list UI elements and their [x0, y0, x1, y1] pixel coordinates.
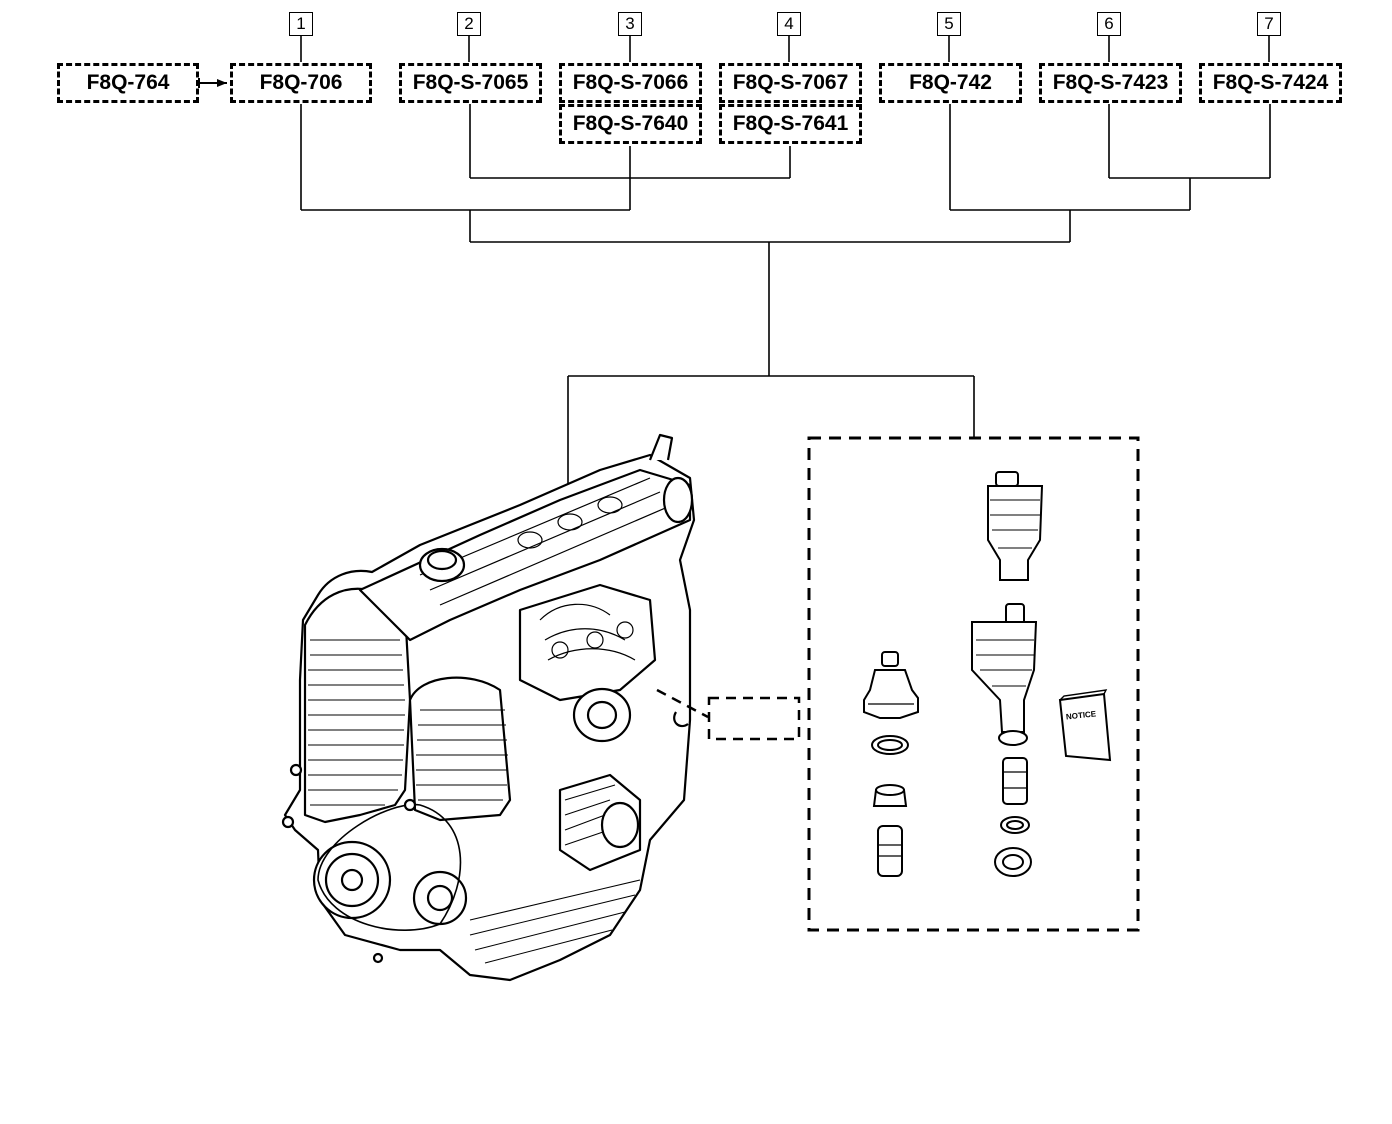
engine-code-f8q-s-7066: F8Q-S-7066	[559, 63, 702, 103]
engine-code-f8q-706: F8Q-706	[230, 63, 372, 103]
variant-number-4: 4	[777, 12, 801, 36]
variant-number-5: 5	[937, 12, 961, 36]
engine-code-f8q-s-7641: F8Q-S-7641	[719, 104, 862, 144]
engine-callout-box	[707, 696, 801, 741]
variant-number-2: 2	[457, 12, 481, 36]
engine-code-f8q-742: F8Q-742	[879, 63, 1022, 103]
connector-lines	[300, 36, 1271, 500]
fuel-filter-icon	[971, 471, 1044, 877]
thermostat-housing-icon	[863, 651, 919, 877]
variant-number-3: 3	[618, 12, 642, 36]
engine-leader-line	[656, 688, 709, 719]
engine-code-f8q-s-7067: F8Q-S-7067	[719, 63, 862, 103]
engine-code-f8q-s-7423: F8Q-S-7423	[1039, 63, 1182, 103]
engine-code-f8q-764: F8Q-764	[57, 63, 199, 103]
notice-label: NOTICE	[1066, 709, 1098, 721]
variant-number-6: 6	[1097, 12, 1121, 36]
engine-code-f8q-s-7065: F8Q-S-7065	[399, 63, 542, 103]
variant-number-1: 1	[289, 12, 313, 36]
engine-code-f8q-s-7640: F8Q-S-7640	[559, 104, 702, 144]
engine-assembly-icon	[281, 433, 696, 982]
link-arrow-icon	[198, 78, 227, 88]
notice-booklet-icon: NOTICE	[1058, 689, 1112, 762]
engine-code-f8q-s-7424: F8Q-S-7424	[1199, 63, 1342, 103]
accessory-kit-frame	[807, 436, 1140, 932]
variant-number-7: 7	[1257, 12, 1281, 36]
